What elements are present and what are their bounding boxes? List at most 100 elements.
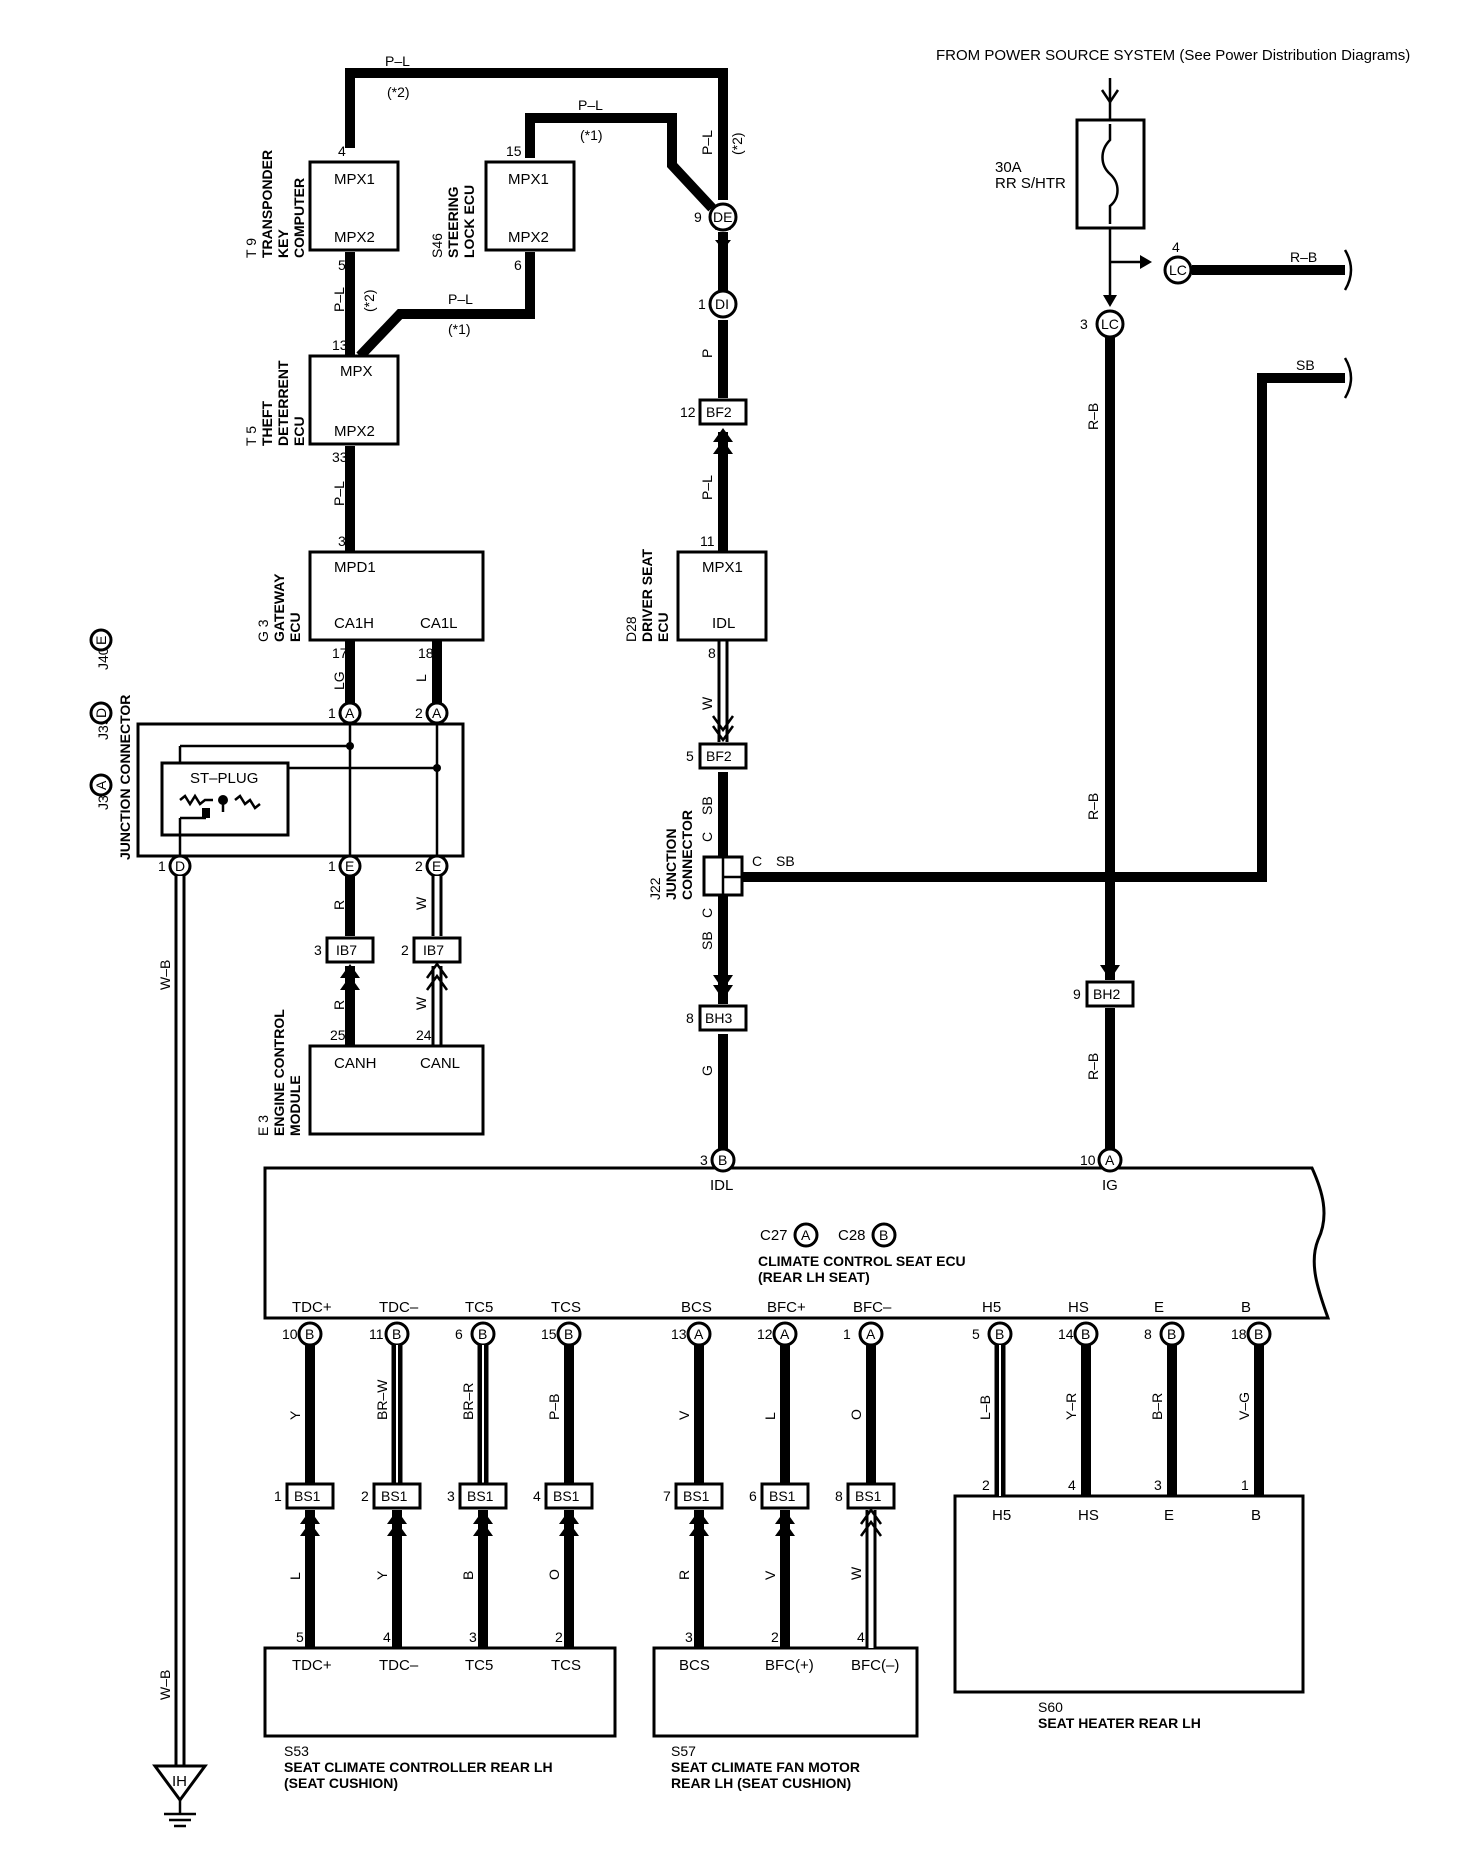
- ecu-pin-letter-7: B: [995, 1326, 1004, 1342]
- ecu-pin-label-8: HS: [1068, 1299, 1089, 1316]
- s53-id: S53: [284, 1743, 309, 1759]
- s60-pin-3: B: [1251, 1507, 1261, 1524]
- t9-name-3: COMPUTER: [291, 178, 307, 258]
- t5-name-3: ECU: [291, 416, 307, 446]
- ecu-pin-num-4: 13: [671, 1326, 687, 1342]
- s53-pin-num-2: 3: [469, 1629, 477, 1645]
- g3-pin-mpd1: MPD1: [334, 559, 376, 576]
- wire-color-lower-4: R: [676, 1570, 692, 1580]
- t9-pin-top: 4: [338, 143, 346, 159]
- j22-c-bot: C: [699, 908, 715, 918]
- ecu-pin-num-1: 11: [369, 1326, 384, 1342]
- wire-color-sb-mid: SB: [776, 853, 795, 869]
- wire-color-rb-top: R–B: [1290, 249, 1317, 265]
- note-2-right: (*2): [729, 132, 745, 155]
- ecu-pin-letter-3: B: [564, 1326, 573, 1342]
- wire-color-lower-0: L: [287, 1572, 303, 1580]
- wire-color-w-1: W: [413, 896, 429, 910]
- ecu-pin-num-2: 6: [455, 1326, 463, 1342]
- wire-color-r-1: R: [331, 900, 347, 910]
- connector-bh2: BH2: [1093, 986, 1120, 1002]
- t9-pin-bot: 5: [338, 257, 346, 273]
- e3-pin-canh: CANH: [334, 1055, 377, 1072]
- wire-color-sb-2: SB: [699, 931, 715, 950]
- s46-box: [484, 160, 576, 252]
- g3-id: G 3: [255, 619, 271, 642]
- s53-pin-num-1: 4: [383, 1629, 391, 1645]
- ground-symbol: [152, 1764, 208, 1803]
- wire-color-upper-10: V–G: [1236, 1392, 1252, 1420]
- s46-name-1: STEERING: [445, 186, 461, 258]
- s60-pin-num-2: 3: [1154, 1477, 1162, 1493]
- s53-pin-3: TCS: [551, 1657, 581, 1674]
- s46-pin-top: 15: [506, 143, 522, 159]
- wire-color-upper-2: BR–R: [460, 1383, 476, 1420]
- connector-ib7-b: IB7: [423, 942, 444, 958]
- ecu-idl-pin: 3: [700, 1152, 708, 1168]
- junction-pin-d1-letter: D: [175, 858, 185, 874]
- ecu-ig-pin: 10: [1080, 1152, 1096, 1168]
- j22-id: J22: [647, 877, 663, 900]
- connector-de: DE: [713, 209, 732, 225]
- junction-pin-e2: 2: [415, 858, 423, 874]
- wire-color-lower-6: W: [848, 1566, 864, 1580]
- e3-box: [308, 1044, 485, 1136]
- ecu-pin-num-7: 5: [972, 1326, 980, 1342]
- connector-bs1-pin-2: 3: [447, 1488, 455, 1504]
- connector-lc-4-pin: 4: [1172, 239, 1180, 255]
- connector-bs1-4: BS1: [683, 1488, 710, 1504]
- connector-bs1-pin-0: 1: [274, 1488, 282, 1504]
- connector-ib7-a-pin: 3: [314, 942, 322, 958]
- note-2-top: (*2): [387, 84, 410, 100]
- connector-bs1-pin-1: 2: [361, 1488, 369, 1504]
- junction-pin-a1: 1: [328, 705, 336, 721]
- s53-pin-num-0: 5: [296, 1629, 304, 1645]
- ecu-pin-num-0: 10: [282, 1326, 298, 1342]
- t5-pin-top: 13: [332, 337, 348, 353]
- ecu-pin-letter-9: B: [1167, 1326, 1176, 1342]
- s60-pin-1: HS: [1078, 1507, 1099, 1524]
- g3-pin-h: 17: [332, 645, 348, 661]
- fuse-rating: 30A: [995, 159, 1022, 176]
- g3-pin-l: 18: [418, 645, 434, 661]
- s46-pin-bot: 6: [514, 257, 522, 273]
- ecu-pin-label-4: BCS: [681, 1299, 712, 1316]
- ecu-idl-letter: B: [718, 1152, 727, 1168]
- ecu-pin-num-6: 1: [843, 1326, 851, 1342]
- connector-ib7-b-pin: 2: [401, 942, 409, 958]
- fuse-name: RR S/HTR: [995, 175, 1066, 192]
- s60-pin-num-3: 1: [1241, 1477, 1249, 1493]
- s46-id: S46: [429, 233, 445, 258]
- ecu-ig-label: IG: [1102, 1177, 1118, 1194]
- s57-sub: REAR LH (SEAT CUSHION): [671, 1775, 851, 1791]
- ecu-c28-letter: B: [879, 1227, 888, 1243]
- s53-sub: (SEAT CUSHION): [284, 1775, 398, 1791]
- wire-color-rb-3: R–B: [1085, 1053, 1101, 1080]
- s57-box: [652, 1646, 919, 1738]
- connector-di: DI: [715, 296, 729, 312]
- wire-color-sb-right: SB: [1296, 357, 1315, 373]
- connector-bf2-low: BF2: [706, 748, 732, 764]
- s60-box: [953, 1494, 1305, 1694]
- connector-bh2-pin: 9: [1073, 986, 1081, 1002]
- wire-color-rb-2: R–B: [1085, 793, 1101, 820]
- connector-bh3-pin: 8: [686, 1010, 694, 1026]
- junction-name: JUNCTION CONNECTOR: [117, 695, 133, 860]
- t5-id: T 5: [243, 426, 259, 446]
- wire-color-upper-0: Y: [287, 1410, 303, 1420]
- connector-bs1-1: BS1: [381, 1488, 408, 1504]
- s60-pin-num-1: 4: [1068, 1477, 1076, 1493]
- ecu-pin-label-0: TDC+: [292, 1299, 332, 1316]
- connector-bs1-pin-5: 6: [749, 1488, 757, 1504]
- junction-letter-e: E: [93, 636, 109, 645]
- wire-color-wb-2: W–B: [157, 1670, 173, 1700]
- t9-pin-mpx2: MPX2: [334, 229, 375, 246]
- junction-pin-a1-letter: A: [345, 705, 355, 721]
- wire-color-upper-5: L: [762, 1412, 778, 1420]
- s57-pin-num-1: 2: [771, 1629, 779, 1645]
- ecu-pin-letter-1: B: [392, 1326, 401, 1342]
- wire-color-pl-d28: P–L: [699, 475, 715, 500]
- t5-pin-mpx: MPX: [340, 363, 373, 380]
- wire-color-pl-t5: P–L: [331, 481, 347, 506]
